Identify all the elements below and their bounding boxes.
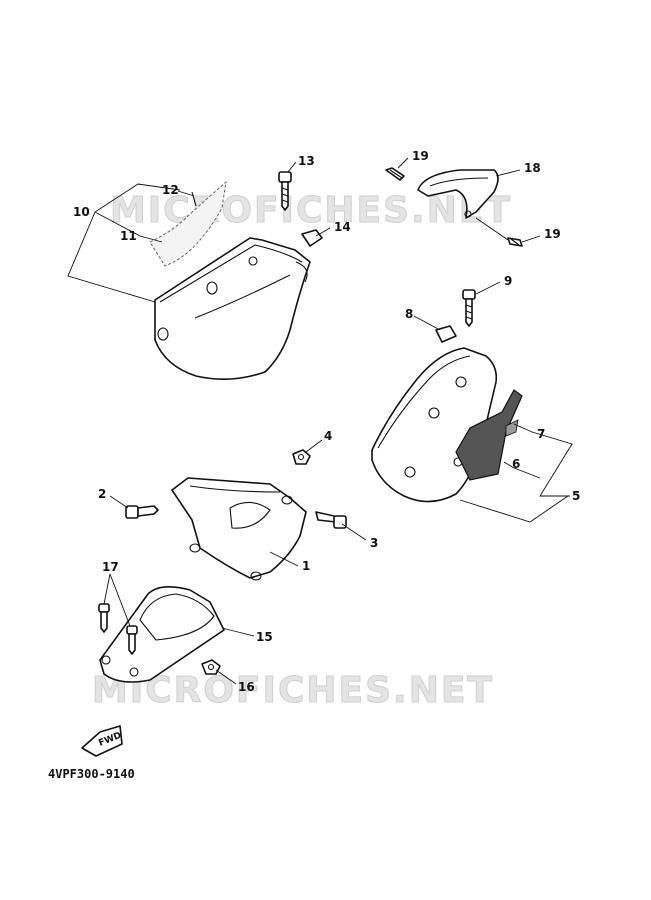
- bracket-18[interactable]: [417, 169, 499, 219]
- nut-4[interactable]: [292, 449, 311, 465]
- fwd-arrow-icon: FWD: [81, 725, 123, 757]
- cover-decal[interactable]: [149, 180, 227, 267]
- bolt-9[interactable]: [462, 289, 476, 327]
- nut-14[interactable]: [301, 229, 323, 247]
- callout-14: 14: [334, 220, 351, 234]
- callout-16: 16: [238, 680, 255, 694]
- callout-19-top: 19: [412, 149, 429, 163]
- watermark-top: MICROFICHES.NET: [110, 190, 512, 231]
- callout-13: 13: [298, 154, 315, 168]
- callout-1: 1: [302, 559, 310, 573]
- callout-9: 9: [504, 274, 512, 288]
- callout-18: 18: [524, 161, 541, 175]
- callout-19-bottom: 19: [544, 227, 561, 241]
- center-cover-1[interactable]: [171, 477, 307, 581]
- callout-15: 15: [256, 630, 273, 644]
- diagram-code: 4VPF300-9140: [48, 767, 135, 781]
- callout-12: 12: [162, 183, 179, 197]
- callout-6: 6: [512, 457, 520, 471]
- bolt-13[interactable]: [278, 171, 292, 211]
- nut-8[interactable]: [435, 325, 457, 343]
- callout-17: 17: [102, 560, 119, 574]
- left-side-cover[interactable]: [154, 237, 311, 380]
- callout-11: 11: [120, 229, 137, 243]
- screw-19-bottom[interactable]: [507, 237, 523, 247]
- callout-5: 5: [572, 489, 580, 503]
- under-cover-15[interactable]: [99, 586, 225, 683]
- watermark-bottom: MICROFICHES.NET: [92, 670, 494, 711]
- callout-3: 3: [370, 536, 378, 550]
- callout-2: 2: [98, 487, 106, 501]
- callout-10: 10: [73, 205, 90, 219]
- callout-4: 4: [324, 429, 332, 443]
- bolt-3[interactable]: [315, 511, 347, 529]
- nut-16[interactable]: [201, 659, 221, 675]
- bolt-2[interactable]: [125, 505, 159, 519]
- bolt-17-b[interactable]: [126, 625, 138, 655]
- screw-19-top[interactable]: [385, 167, 405, 181]
- callout-8: 8: [405, 307, 413, 321]
- callout-7: 7: [537, 427, 545, 441]
- bolt-17-a[interactable]: [98, 603, 110, 633]
- leader-lines: [67, 157, 573, 685]
